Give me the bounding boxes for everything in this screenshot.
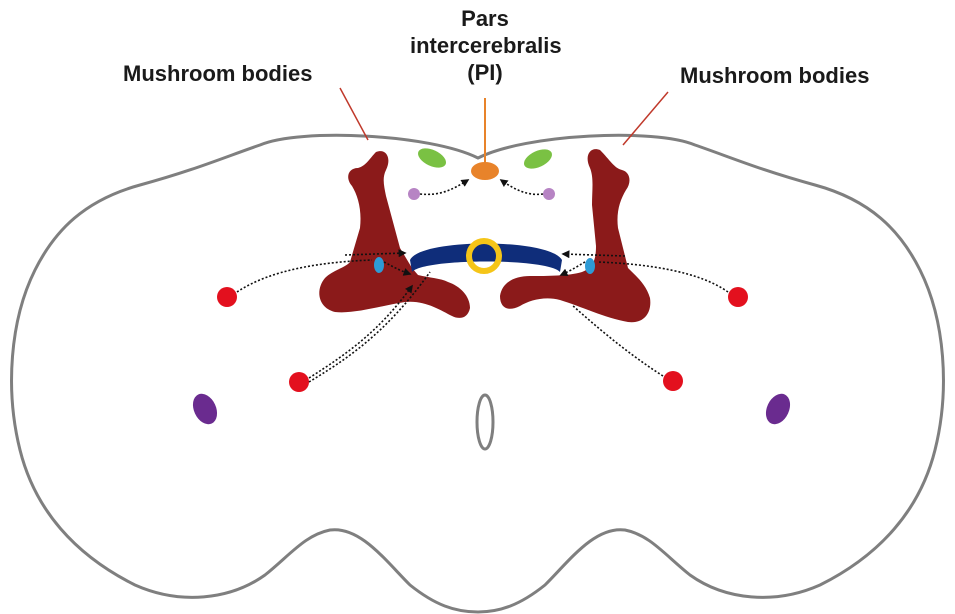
pars-intercerebralis-label: Pars intercerebralis (PI) <box>410 5 560 86</box>
blue-cell-right <box>585 258 595 274</box>
pi-label-line2: intercerebralis <box>410 32 560 59</box>
red-neuron-upper-right <box>728 287 748 307</box>
red-neuron-upper-left <box>217 287 237 307</box>
brain-outline <box>12 135 944 612</box>
red-neuron-lower-right <box>663 371 683 391</box>
lilac-neuron-left <box>408 188 420 200</box>
leader-line-left <box>340 88 368 140</box>
pars-intercerebralis <box>471 162 499 180</box>
pi-label-line3: (PI) <box>410 59 560 86</box>
blue-cell-left <box>374 257 384 273</box>
red-neuron-lower-left <box>289 372 309 392</box>
mushroom-bodies-left-label: Mushroom bodies <box>123 60 312 87</box>
lilac-neuron-right <box>543 188 555 200</box>
central-oval <box>477 395 493 449</box>
pi-label-line1: Pars <box>410 5 560 32</box>
mushroom-bodies-right-label: Mushroom bodies <box>680 62 869 89</box>
